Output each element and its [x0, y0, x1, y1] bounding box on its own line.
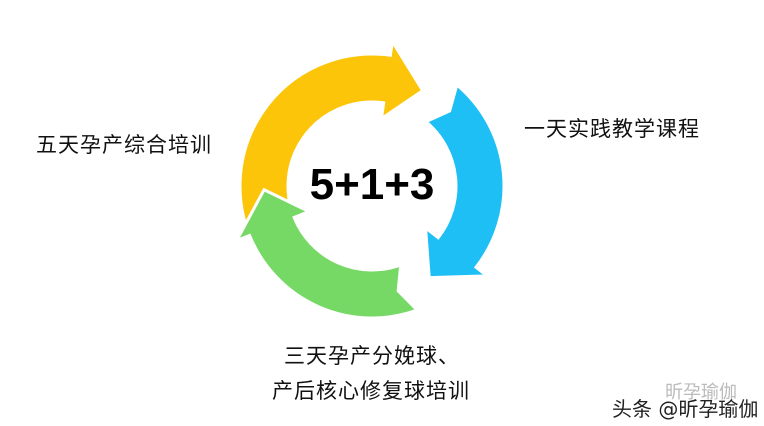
watermark: 头条 @昕孕瑜伽	[612, 397, 759, 421]
blue-arrow	[423, 82, 506, 280]
label-five-days: 五天孕产综合培训	[36, 133, 212, 157]
label-three-days-line1: 三天孕产分娩球、	[284, 344, 460, 368]
label-one-day: 一天实践教学课程	[524, 117, 700, 141]
label-three-days-line2: 产后核心修复球培训	[272, 379, 470, 403]
green-arrow	[233, 187, 420, 320]
watermark-faded: 昕孕瑜伽	[665, 382, 737, 403]
center-formula: 5+1+3	[309, 160, 435, 209]
